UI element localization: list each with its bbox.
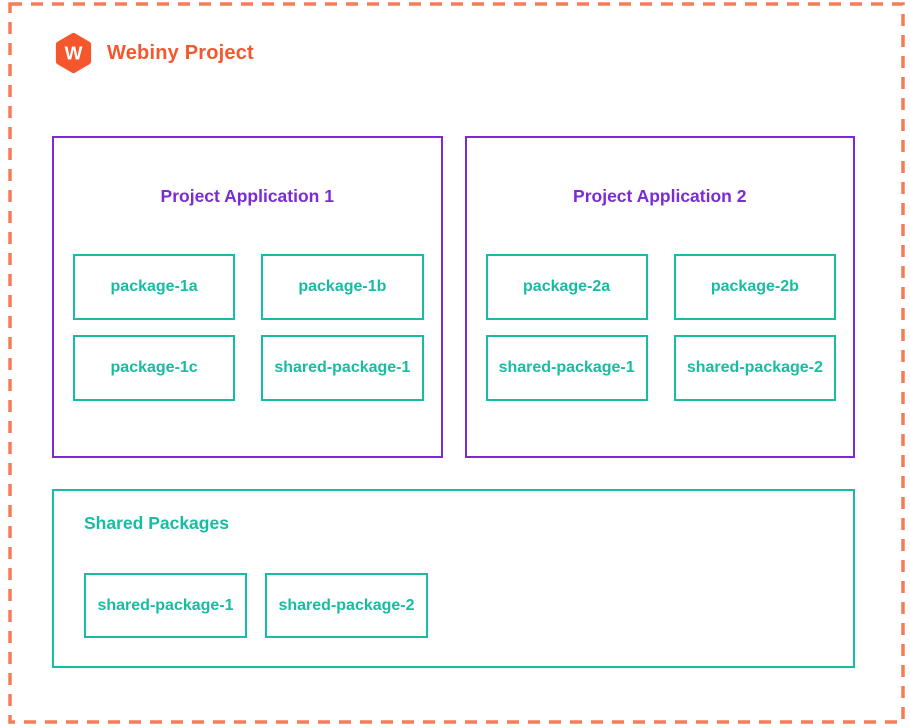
package-box: package-1b (261, 254, 424, 320)
package-box: shared-package-2 (673, 335, 836, 401)
package-box: package-1c (73, 335, 236, 401)
header: W Webiny Project (53, 32, 254, 74)
webiny-logo-icon: W (55, 32, 92, 74)
applications-row: Project Application 1 package-1a package… (52, 136, 855, 458)
package-box: package-2b (673, 254, 836, 320)
shared-packages-title: Shared Packages (84, 513, 229, 533)
package-grid: package-2a package-2b shared-package-1 s… (485, 254, 836, 401)
shared-packages-box: Shared Packages shared-package-1 shared-… (52, 489, 855, 668)
package-box: shared-package-2 (265, 573, 428, 638)
shared-packages-row: shared-package-1 shared-package-2 (84, 573, 853, 638)
application-box-2: Project Application 2 package-2a package… (464, 136, 855, 458)
package-box: package-2a (485, 254, 648, 320)
application-title: Project Application 1 (160, 186, 334, 206)
package-box: shared-package-1 (261, 335, 424, 401)
package-grid: package-1a package-1b package-1c shared-… (73, 254, 424, 401)
package-box: shared-package-1 (84, 573, 247, 638)
application-title: Project Application 2 (573, 186, 747, 206)
application-box-1: Project Application 1 package-1a package… (52, 136, 443, 458)
package-box: package-1a (73, 254, 236, 320)
package-box: shared-package-1 (485, 335, 648, 401)
page-title: Webiny Project (107, 41, 254, 64)
logo-letter: W (65, 43, 83, 64)
